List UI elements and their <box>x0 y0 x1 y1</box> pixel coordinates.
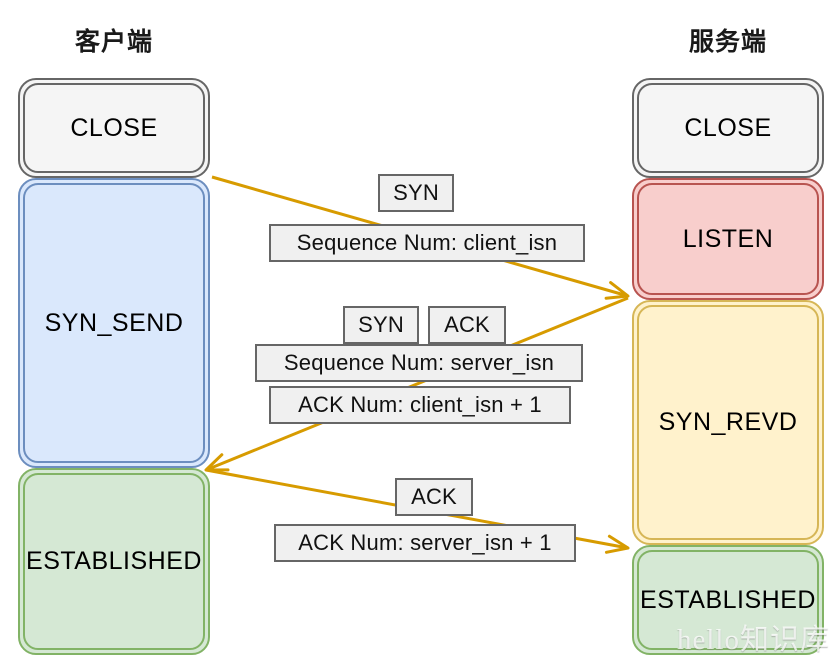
state-box-label: LISTEN <box>682 224 774 253</box>
message-flag-box: SYN <box>378 174 454 212</box>
message-flag-box: ACK <box>395 478 473 516</box>
state-box-server-close: CLOSE <box>632 78 824 178</box>
message-flag-box: ACK <box>428 306 506 344</box>
message-field-label: Sequence Num: server_isn <box>283 350 555 375</box>
message-field-box: ACK Num: server_isn + 1 <box>274 524 576 562</box>
state-box-label: CLOSE <box>684 113 772 142</box>
state-box-label: CLOSE <box>70 113 158 142</box>
client-column-header: 客户端 <box>74 28 153 56</box>
message-field-label: ACK Num: server_isn + 1 <box>298 530 552 555</box>
arrow-head-handshake-3 <box>604 534 630 554</box>
message-field-box: Sequence Num: client_isn <box>269 224 585 262</box>
message-field-label: ACK Num: client_isn + 1 <box>298 392 542 417</box>
server-column-header: 服务端 <box>688 28 767 56</box>
state-box-server-syn_revd: SYN_REVD <box>632 300 824 545</box>
state-box-client-close: CLOSE <box>18 78 210 178</box>
message-flag-label: ACK <box>411 484 457 509</box>
message-flag-label: ACK <box>444 312 490 337</box>
arrow-head-handshake-2 <box>204 453 230 472</box>
arrow-head-handshake-1 <box>604 281 630 300</box>
message-field-box: Sequence Num: server_isn <box>255 344 583 382</box>
message-field-label: Sequence Num: client_isn <box>296 230 558 255</box>
state-box-label: SYN_SEND <box>44 308 184 337</box>
state-box-server-listen: LISTEN <box>632 178 824 300</box>
message-flag-label: SYN <box>393 180 439 205</box>
message-flag-box: SYN <box>343 306 419 344</box>
watermark-text: hello知识库 <box>677 624 830 656</box>
state-box-client-syn_send: SYN_SEND <box>18 178 210 468</box>
message-flag-label: SYN <box>358 312 404 337</box>
message-field-box: ACK Num: client_isn + 1 <box>269 386 571 424</box>
state-box-server-established: ESTABLISHED <box>632 545 824 655</box>
state-box-label: ESTABLISHED <box>26 547 202 575</box>
state-box-label: SYN_REVD <box>658 408 798 436</box>
state-box-client-established: ESTABLISHED <box>18 468 210 655</box>
state-box-label: ESTABLISHED <box>640 585 816 614</box>
